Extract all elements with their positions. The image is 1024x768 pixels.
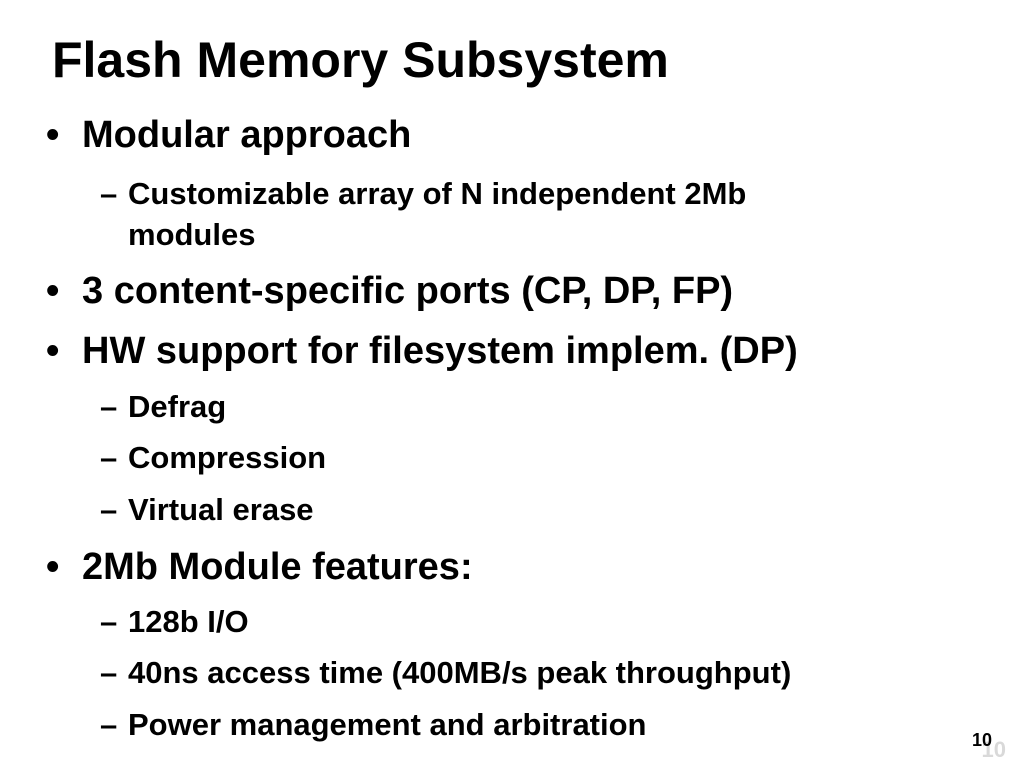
sub-bullet-item: –128b I/O — [100, 602, 249, 642]
sub-bullet-text: Defrag — [128, 389, 227, 424]
bullet-icon: • — [46, 330, 60, 372]
bullet-icon: • — [46, 546, 60, 588]
sub-bullet-text: 40ns access time (400MB/s peak throughpu… — [128, 655, 792, 690]
page-number: 10 — [971, 730, 992, 750]
sub-bullet-item: –Virtual erase — [100, 490, 314, 530]
bullet-text: 2Mb Module features: — [82, 546, 473, 588]
dash-icon: – — [100, 655, 118, 690]
sub-bullet-item: –40ns access time (400MB/s peak throughp… — [100, 653, 791, 693]
page-number-watermark: 10 — [981, 737, 1006, 762]
bullet-text: 3 content-specific ports (CP, DP, FP) — [82, 270, 734, 312]
bullet-item: • 3 content-specific ports (CP, DP, FP) — [46, 268, 733, 314]
sub-bullet-item: –Customizable array of N independent 2Mb — [100, 174, 746, 214]
sub-bullet-text: Power management and arbitration — [128, 707, 647, 742]
sub-bullet-text: 128b I/O — [128, 604, 249, 639]
bullet-text: Modular approach — [82, 114, 412, 156]
sub-bullet-text: Virtual erase — [128, 492, 314, 527]
dash-icon: – — [100, 389, 118, 424]
bullet-item: • HW support for filesystem implem. (DP) — [46, 328, 798, 374]
dash-icon: – — [100, 707, 118, 742]
sub-bullet-item: –Compression — [100, 438, 326, 478]
dash-icon: – — [100, 492, 118, 527]
bullet-icon: • — [46, 270, 60, 312]
bullet-icon: • — [46, 114, 60, 156]
sub-bullet-item: –Power management and arbitration — [100, 705, 647, 745]
bullet-item: • 2Mb Module features: — [46, 544, 473, 590]
sub-bullet-continuation: modules — [128, 217, 256, 252]
bullet-text: HW support for filesystem implem. (DP) — [82, 330, 798, 372]
dash-icon: – — [100, 176, 118, 211]
sub-bullet-text: Compression — [128, 440, 327, 475]
bullet-item: • Modular approach — [46, 112, 411, 158]
dash-icon: – — [100, 604, 118, 639]
sub-bullet-item: –Defrag — [100, 387, 226, 427]
dash-icon: – — [100, 440, 118, 475]
slide-title: Flash Memory Subsystem — [52, 32, 669, 88]
sub-bullet-text: Customizable array of N independent 2Mb — [128, 176, 747, 211]
